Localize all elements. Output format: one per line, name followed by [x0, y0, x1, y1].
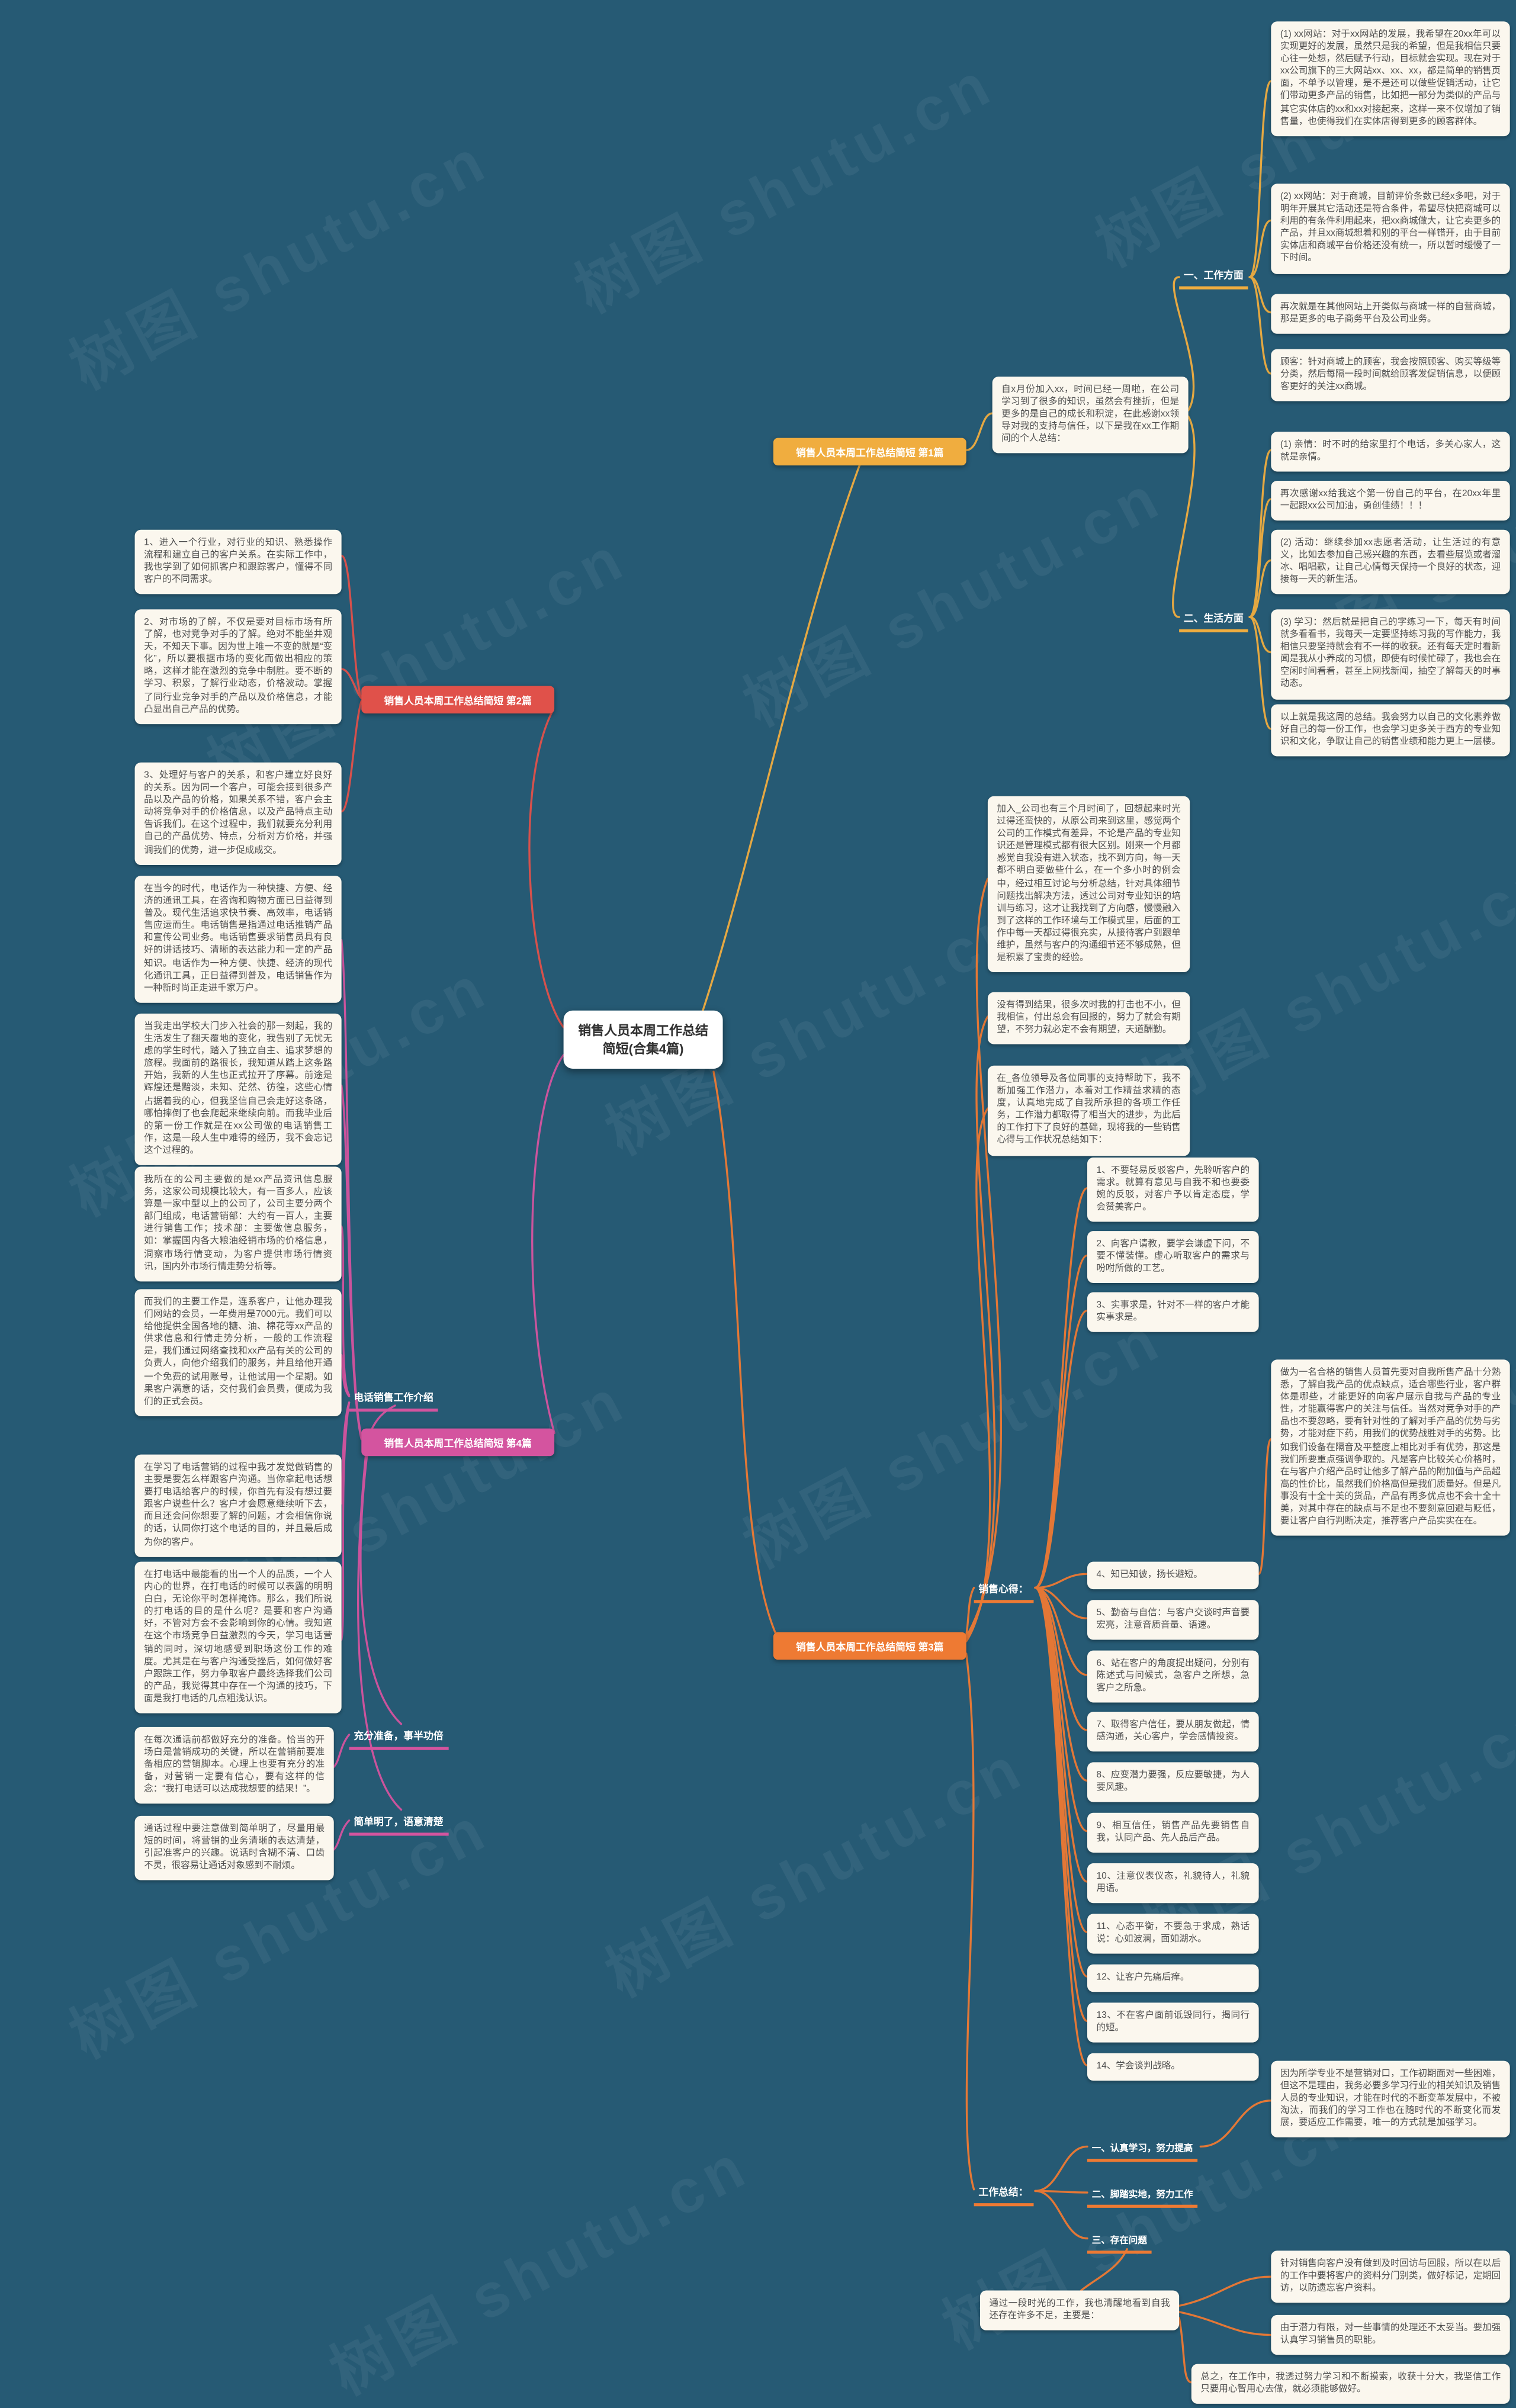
note-box-article3-intro[interactable]: 加入_公司也有三个月时间了，回想起来时光过得还蛮快的，从原公司来到这里，感觉两个…	[987, 796, 1190, 973]
note-box-article1-intro[interactable]: 自x月份加入xx，时间已经一周啦，在公司学习到了很多的知识，虽然会有挫折，但是更…	[992, 377, 1189, 454]
list-item-tip-7[interactable]: 7、取得客户信任，要从朋友做起，情感沟通，关心客户，学会感情投资。	[1087, 1712, 1259, 1752]
note-box-article4-intro-1[interactable]: 在当今的时代，电话作为一种快捷、方便、经济的通讯工具，在咨询和购物方面已日益得到…	[134, 876, 342, 1003]
category-label-preparation[interactable]: 充分准备，事半功倍	[349, 1724, 448, 1750]
category-label-work[interactable]: 一、工作方面	[1179, 263, 1248, 290]
list-item-tip-2[interactable]: 2、向客户请教，要学会谦虚下问，不要不懂装懂。虚心听取客户的需求与吩咐所做的工艺…	[1087, 1231, 1259, 1284]
note-box-shortcoming-intro[interactable]: 通过一段时光的工作，我也清醒地看到自我还存在许多不足，主要是：	[979, 2290, 1180, 2331]
summary-item-study[interactable]: 一、认真学习，努力提高	[1087, 2137, 1198, 2162]
list-item-tip-9[interactable]: 9、相互信任，销售产品先要销售自我，认同产品、先人品后产品。	[1087, 1812, 1259, 1853]
note-box-article3-final[interactable]: 总之，在工作中，我透过努力学习和不断摸索，收获十分大，我坚信工作只要用心智用心去…	[1191, 2364, 1510, 2404]
note-box-work-1[interactable]: (1) xx网站：对于xx网站的发展，我希望在20xx年可以实现更好的发展，虽然…	[1271, 21, 1510, 136]
note-box-tip4-detail[interactable]: 做为一名合格的销售人员首先要对自我所售产品十分熟悉，了解自我产品的优点缺点，适合…	[1271, 1359, 1510, 1536]
category-label-life[interactable]: 二、生活方面	[1179, 606, 1248, 632]
note-box-job-4[interactable]: 在打电话中最能看的出一个人的品质，一个人内心的世界，在打电话的时候可以表露的明明…	[134, 1561, 342, 1713]
branch-node-article1[interactable]: 销售人员本周工作总结简短 第1篇	[773, 438, 966, 466]
note-box-job-2[interactable]: 而我们的主要工作是，连系客户，让他办理我们网站的会员，一年费用是7000元。我们…	[134, 1289, 342, 1416]
note-box-life-3[interactable]: (2) 活动：继续参加xx志愿者活动，让生活过的有意义，比如去参加自己感兴趣的东…	[1271, 529, 1510, 595]
list-item-tip-14[interactable]: 14、学会谈判战略。	[1087, 2053, 1259, 2081]
summary-item-diligence[interactable]: 二、脚踏实地，努力工作	[1087, 2183, 1198, 2208]
note-box-article2-2[interactable]: 2、对市场的了解，不仅是要对目标市场有所了解，也对竞争对手的了解。绝对不能坐井观…	[134, 609, 342, 724]
note-box-concise[interactable]: 通话过程中要注意做到简单明了，尽量用最短的时间，将营销的业务清晰的表达清楚，引起…	[134, 1815, 334, 1881]
branch-node-article4[interactable]: 销售人员本周工作总结简短 第4篇	[361, 1428, 555, 1457]
list-item-tip-5[interactable]: 5、勤奋与自信：与客户交谈时声音要宏亮，注意音质音量、语速。	[1087, 1600, 1259, 1640]
note-box-preparation[interactable]: 在每次通话前都做好充分的准备。恰当的开场白是营销成功的关键，所以在营销前要准备相…	[134, 1727, 334, 1805]
note-box-work-2[interactable]: (2) xx网站：对于商城，目前评价条数已经x多吧，对于明年开展其它活动还是符合…	[1271, 184, 1510, 274]
list-item-tip-11[interactable]: 11、心态平衡，不要急于求成，熟话说：心如波澜，面如湖水。	[1087, 1914, 1259, 1954]
list-item-tip-6[interactable]: 6、站在客户的角度提出疑问，分别有陈述式与问候式，急客户之所想，急客户之所急。	[1087, 1650, 1259, 1703]
note-box-work-4[interactable]: 顾客：针对商城上的顾客，我会按照顾客、购买等级等分类，然后每隔一段时间就给顾客发…	[1271, 349, 1510, 402]
central-topic[interactable]: 销售人员本周工作总结简短(合集4篇)	[563, 1010, 723, 1069]
note-box-article2-1[interactable]: 1、进入一个行业，对行业的知识、熟悉操作流程和建立自己的客户关系。在实际工作中，…	[134, 529, 342, 595]
note-box-study-detail[interactable]: 因为所学专业不是营销对口，工作初期面对一些困难，但这不是理由，我务必要多学习行业…	[1271, 2060, 1510, 2139]
note-box-article3-note-2[interactable]: 在_各位领导及各位同事的支持帮助下，我不断加强工作潜力，本着对工作精益求精的态度…	[987, 1065, 1190, 1156]
note-box-job-1[interactable]: 我所在的公司主要做的是xx产品资讯信息服务，这家公司规模比较大，有一百多人，应该…	[134, 1166, 342, 1281]
branch4-connectors	[333, 939, 565, 1851]
category-label-telesales-job[interactable]: 电话销售工作介绍	[349, 1385, 438, 1412]
note-box-article2-3[interactable]: 3、处理好与客户的关系，和客户建立好良好的关系。因为同一个客户，可能会接到很多产…	[134, 762, 342, 865]
list-item-tip-8[interactable]: 8、应变潜力要强，反应要敏捷，为人要风趣。	[1087, 1762, 1259, 1803]
category-label-work-summary[interactable]: 工作总结：	[974, 2180, 1033, 2207]
branch3-connectors	[712, 877, 1272, 2384]
list-item-tip-12[interactable]: 12、让客户先痛后痒。	[1087, 1964, 1259, 1992]
branch1-connectors	[700, 80, 1272, 1017]
note-box-life-1[interactable]: (1) 亲情：时不时的给家里打个电话，多关心家人，这就是亲情。	[1271, 432, 1510, 472]
note-box-life-2[interactable]: 再次感谢xx给我这个第一份自己的平台，在20xx年里一起跟xx公司加油，勇创佳绩…	[1271, 480, 1510, 521]
list-item-tip-10[interactable]: 10、注意仪表仪态，礼貌待人，礼貌用语。	[1087, 1863, 1259, 1904]
list-item-tip-13[interactable]: 13、不在客户面前诋毁同行，揭同行的短。	[1087, 2002, 1259, 2043]
list-item-tip-1[interactable]: 1、不要轻易反驳客户，先聆听客户的需求。就算有意见与自我不和也要委婉的反驳，对客…	[1087, 1157, 1259, 1223]
note-box-work-3[interactable]: 再次就是在其他网站上开类似与商城一样的自营商城，那是更多的电子商务平台及公司业务…	[1271, 294, 1510, 335]
branch-node-article3[interactable]: 销售人员本周工作总结简短 第3篇	[773, 1632, 966, 1660]
note-box-article1-summary[interactable]: 以上就是我这周的总结。我会努力以自己的文化素养做好自己的每一份工作，也会学习更多…	[1271, 704, 1510, 757]
list-item-tip-3[interactable]: 3、实事求是，针对不一样的客户才能实事求是。	[1087, 1292, 1259, 1333]
category-label-concise[interactable]: 简单明了，语意清楚	[349, 1810, 448, 1836]
list-item-tip-4[interactable]: 4、知已知彼，扬长避短。	[1087, 1561, 1259, 1590]
summary-item-problems[interactable]: 三、存在问题	[1087, 2229, 1152, 2254]
branch2-connectors	[340, 555, 565, 1028]
note-box-job-3[interactable]: 在学习了电话营销的过程中我才发觉做销售的主要是要怎么样跟客户沟通。当你拿起电话想…	[134, 1454, 342, 1557]
note-box-life-4[interactable]: (3) 学习：然后就是把自己的字练习一下，每天有时间就多看看书，我每天一定要坚持…	[1271, 609, 1510, 699]
note-box-article4-intro-2[interactable]: 当我走出学校大门步入社会的那一刻起，我的生活发生了翻天覆地的变化，我告别了无忧无…	[134, 1013, 342, 1165]
note-box-shortcoming-1[interactable]: 针对销售向客户没有做到及时回访与回服，所以在以后的工作中要将客户的资料分门别类，…	[1271, 2251, 1510, 2303]
note-box-article3-note-1[interactable]: 没有得到结果，很多次时我的打击也不小，但我相信，付出总会有回报的，努力了就会有期…	[987, 992, 1190, 1045]
category-label-sales-tips[interactable]: 销售心得：	[974, 1577, 1033, 1603]
note-box-shortcoming-2[interactable]: 由于潜力有限，对一些事情的处理还不太妥当。要加强认真学习销售员的职能。	[1271, 2314, 1510, 2355]
branch-node-article2[interactable]: 销售人员本周工作总结简短 第2篇	[361, 686, 555, 714]
